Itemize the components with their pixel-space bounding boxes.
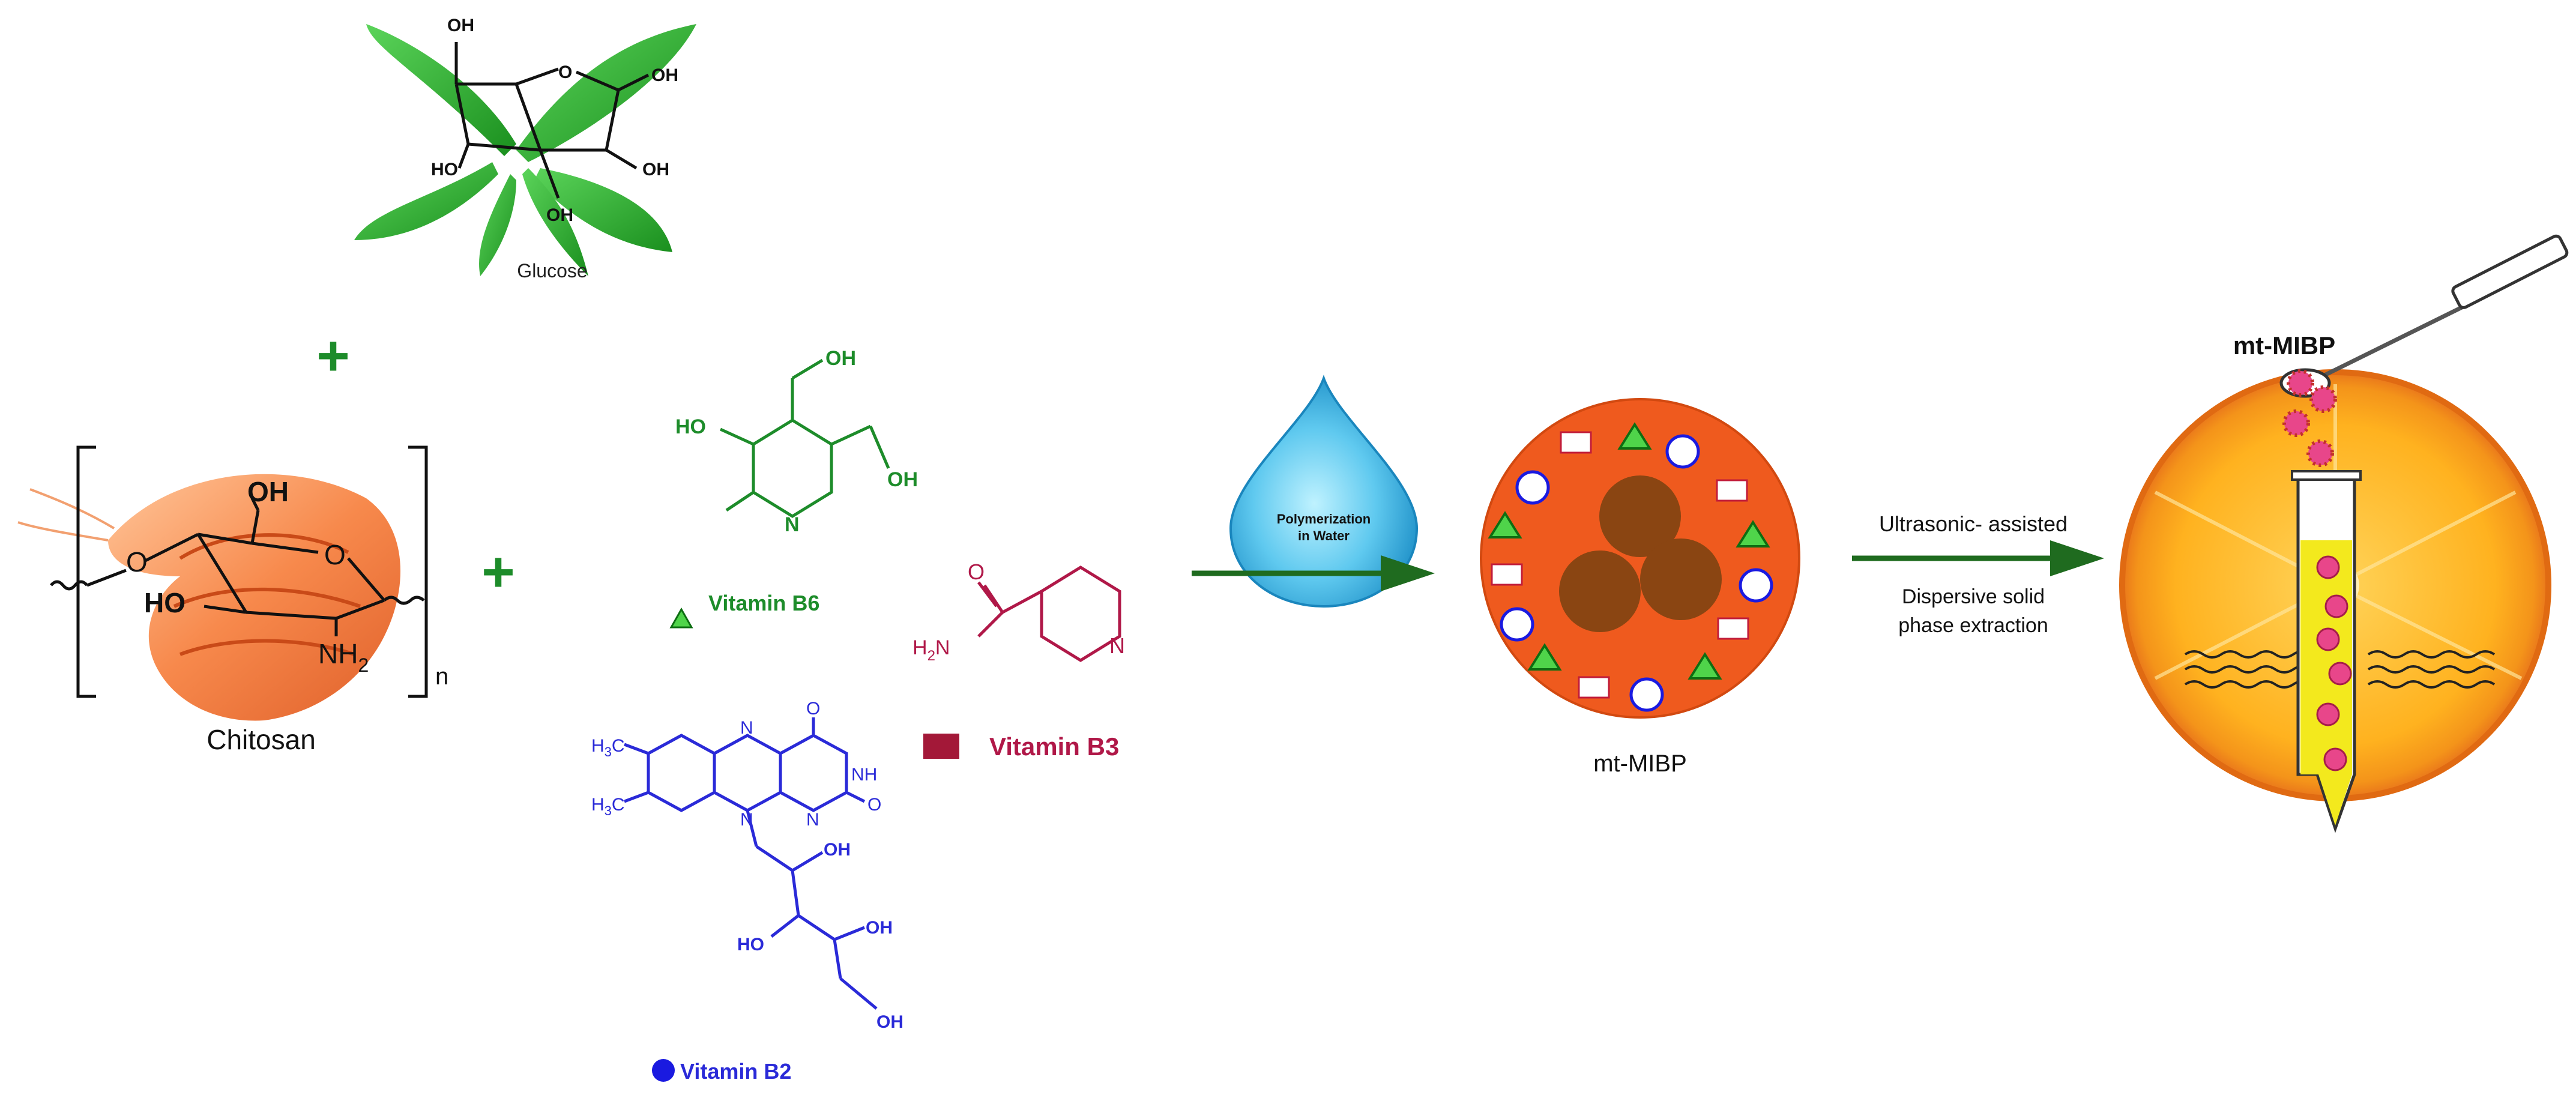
mt-mibp-particle: mt-MIBP: [1480, 398, 1800, 777]
template-circle-icon: [1629, 677, 1664, 712]
arrow-polymerization: [1192, 555, 1435, 591]
template-square-icon: [1716, 479, 1748, 502]
glucose-oh-top: OH: [447, 16, 474, 35]
chitosan-caption: Chitosan: [207, 724, 316, 755]
vitamin-b2-circle-icon: [652, 1059, 675, 1082]
vitamin-b6-oh-top: OH: [825, 347, 856, 370]
template-square-icon: [1717, 617, 1749, 640]
chitosan-ring-o: O: [324, 539, 346, 570]
template-triangle-icon: [1688, 652, 1722, 680]
glucose-oh-bottom: OH: [546, 205, 573, 225]
particle-dot-icon: [2282, 409, 2310, 437]
vitamin-b2-n-top: N: [740, 718, 753, 738]
chitosan-group: OH O O HO NH2 n Chitosan: [17, 445, 448, 755]
particle-dot-icon: [2309, 385, 2337, 413]
drop-label-line2: in Water: [1298, 528, 1350, 543]
vitamin-b3-h2n: H2N: [912, 636, 950, 664]
vitamin-b2-n-bottom: N: [740, 810, 753, 830]
vitamin-b2-label: Vitamin B2: [680, 1059, 791, 1084]
vitamin-b3-square-icon: [923, 734, 959, 759]
vitamin-b6-triangle-icon: [669, 607, 693, 629]
vitamin-b2-ho-2: HO: [737, 935, 764, 955]
vitamin-b2-nh: NH: [851, 765, 877, 785]
chitosan-ether-o: O: [126, 546, 148, 578]
particle-dot-icon: [2306, 439, 2334, 467]
core-sphere-top: [1599, 475, 1681, 557]
template-square-icon: [1491, 563, 1523, 586]
vitamin-b2-oh-1: OH: [824, 840, 851, 860]
template-square-icon: [1578, 676, 1610, 699]
extraction-line1: Ultrasonic- assisted: [1879, 511, 2068, 536]
plus-sign-right: +: [481, 540, 514, 604]
core-sphere-left: [1559, 550, 1641, 632]
water-drop-icon: [1229, 375, 1419, 608]
wave-lines: [2184, 650, 2496, 689]
chitosan-nh2: NH2: [318, 638, 369, 676]
vitamin-b3-label: Vitamin B3: [989, 732, 1119, 761]
particle-dot-icon: [2316, 627, 2340, 651]
vitamin-b2-oh-3: OH: [866, 918, 893, 938]
chitosan-repeat-n: n: [435, 663, 448, 690]
vitamin-b6-group: OH OH HO N Vitamin B6: [669, 347, 918, 629]
vitamin-b3-structure: [977, 566, 1121, 662]
vitamin-b2-h3c-top: H3C: [591, 736, 625, 759]
vitamin-b3-n: N: [1109, 633, 1125, 658]
vitamin-b2-o-right: O: [867, 795, 881, 815]
template-square-icon: [1560, 431, 1592, 454]
glucose-oh-right: OH: [642, 160, 669, 179]
tube-label: mt-MIBP: [2233, 331, 2335, 360]
chitosan-brackets: [76, 445, 428, 698]
vitamin-b2-n-right: N: [806, 810, 819, 830]
falling-particles: [2282, 369, 2337, 467]
arrow-extraction: [1852, 540, 2104, 576]
vitamin-b2-h3c-bottom: H3C: [591, 795, 625, 818]
glucose-ho-left: HO: [431, 160, 458, 179]
particle-dot-icon: [2324, 594, 2348, 618]
glucose-structure: [454, 42, 650, 199]
template-circle-icon: [1739, 568, 1773, 603]
particle-dot-icon: [2287, 369, 2314, 397]
vitamin-b2-group: H3C H3C N N N NH O O OH HO OH OH Vitamin…: [591, 699, 903, 1084]
vitamin-b6-ho: HO: [675, 415, 706, 438]
glucose-caption: Glucose: [517, 260, 587, 282]
glucose-oh-right-top: OH: [651, 65, 678, 85]
vitamin-b6-n: N: [785, 513, 800, 536]
template-triangle-icon: [1527, 643, 1562, 671]
template-triangle-icon: [1736, 520, 1770, 547]
chitosan-ho: HO: [144, 587, 186, 618]
vitamin-b3-group: O H2N N Vitamin B3: [912, 560, 1125, 761]
vitamin-b6-oh-right: OH: [887, 468, 918, 491]
template-triangle-icon: [1488, 511, 1522, 538]
vitamin-b3-o: O: [968, 560, 985, 584]
extraction-tube: [2291, 470, 2362, 833]
leaves-image: [354, 24, 696, 276]
particle-dot-icon: [2323, 747, 2347, 771]
drop-label-line1: Polymerization: [1277, 511, 1371, 526]
core-sphere-right: [1640, 538, 1722, 620]
plus-sign-top: +: [316, 324, 349, 388]
template-circle-icon: [1665, 434, 1700, 469]
particle-dot-icon: [2328, 662, 2352, 686]
particle-dot-icon: [2316, 702, 2340, 726]
vitamin-b2-o-top: O: [806, 699, 820, 719]
glucose-ring-o: O: [558, 62, 572, 82]
vitamin-b6-structure: [719, 358, 890, 518]
vitamin-b6-label: Vitamin B6: [708, 591, 819, 615]
extraction-line3: phase extraction: [1898, 614, 2048, 637]
glucose-group: OH O OH HO OH OH Glucose: [354, 16, 696, 282]
extraction-line2: Dispersive solid: [1902, 585, 2045, 608]
chitosan-structure: [50, 497, 425, 636]
template-circle-icon: [1515, 470, 1550, 505]
particle-dot-icon: [2316, 555, 2340, 579]
template-triangle-icon: [1617, 422, 1652, 450]
water-drop: Polymerization in Water: [1229, 375, 1419, 608]
template-circle-icon: [1500, 607, 1534, 642]
chitosan-oh: OH: [247, 476, 289, 507]
mt-mibp-label: mt-MIBP: [1593, 750, 1687, 777]
vitamin-b2-structure: [624, 717, 878, 1010]
vitamin-b2-oh-4: OH: [876, 1012, 903, 1032]
shrimp-image: [17, 474, 401, 721]
